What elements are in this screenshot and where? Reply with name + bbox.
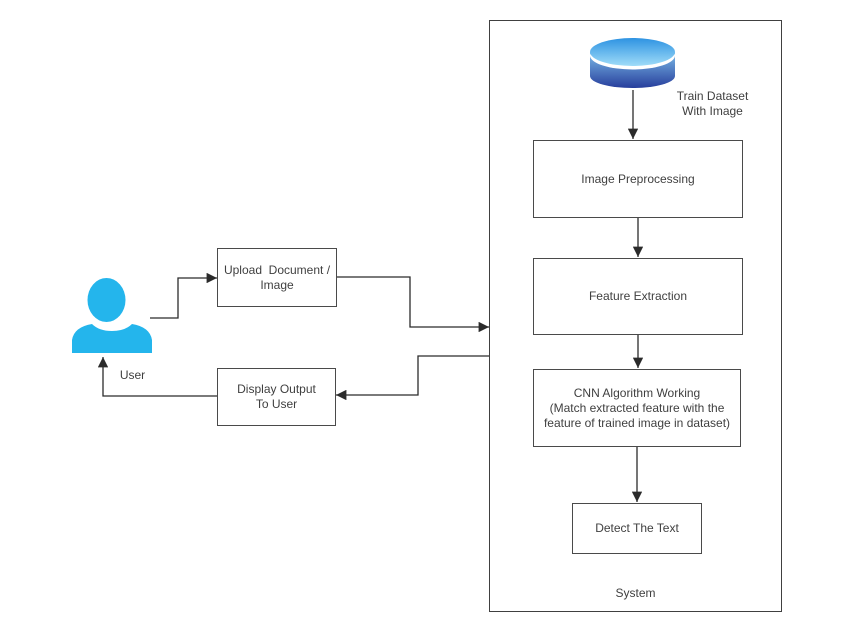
user-icon [71, 278, 153, 353]
connector-system-to-display [336, 355, 489, 401]
image-preprocessing-label: Image Preprocessing [581, 171, 695, 186]
train-dataset-label: Train Dataset With Image [676, 89, 749, 118]
database-icon [590, 38, 675, 90]
cnn-algorithm-box: CNN Algorithm Working (Match extracted f… [533, 369, 741, 447]
display-output-box: Display Output To User [217, 368, 336, 426]
display-output-label: Display Output To User [237, 382, 316, 411]
feature-extraction-box: Feature Extraction [533, 258, 743, 335]
image-preprocessing-box: Image Preprocessing [533, 140, 743, 218]
connector-user-to-upload [150, 272, 217, 319]
detect-text-label: Detect The Text [595, 521, 679, 535]
connector-upload-to-system [337, 276, 489, 333]
user-label: User [119, 368, 146, 382]
upload-document-box: Upload Document / Image [217, 248, 337, 307]
system-container-label: System [615, 586, 656, 600]
feature-extraction-label: Feature Extraction [588, 289, 688, 303]
detect-text-box: Detect The Text [572, 503, 702, 554]
upload-document-label: Upload Document / Image [223, 262, 331, 292]
cnn-algorithm-label: CNN Algorithm Working (Match extracted f… [543, 385, 731, 430]
system-container [489, 20, 782, 612]
